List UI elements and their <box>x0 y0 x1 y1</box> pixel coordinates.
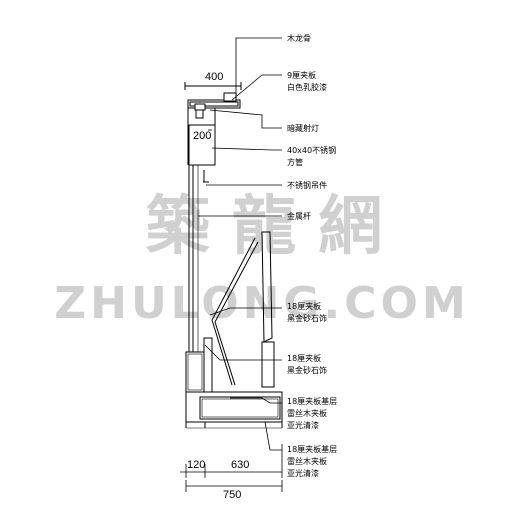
annotation-labels: 木龙骨 9厘夹板 白色乳胶漆 暗藏射灯 40x40不锈钢 方管 不锈钢吊件 金属… <box>287 33 340 478</box>
leader-lines <box>198 37 282 451</box>
dimension-lines <box>180 129 283 492</box>
dim-top-width: 400 <box>205 71 223 83</box>
vertical-members <box>188 165 209 352</box>
label-18mm-veneer-1: 18厘夹板基层 雷丝木夹板 亚光清漆 <box>287 396 340 430</box>
watermark-chinese: 築 龍 網 <box>146 189 383 264</box>
label-steel-hanger: 不锈钢吊件 <box>287 180 327 190</box>
dim-bottom-left: 120 <box>187 459 205 471</box>
label-9mm-plywood: 9厘夹板 白色乳胶漆 <box>287 70 327 92</box>
label-steel-tube: 40x40不锈钢 方管 <box>287 145 339 167</box>
dim-bottom-mid: 630 <box>231 459 249 471</box>
label-18mm-stone-1: 18厘夹板 黑金砂石饰 <box>287 301 327 323</box>
glass-panel <box>211 231 275 388</box>
label-18mm-veneer-2: 18厘夹板基层 雷丝木夹板 亚光清漆 <box>287 444 340 478</box>
label-metal-rod: 金属杆 <box>287 211 311 221</box>
watermark-english: ZHULONG.COM <box>54 278 469 329</box>
watermark: 築 龍 網 ZHULONG.COM <box>54 189 469 329</box>
dim-bottom-total: 750 <box>223 489 241 501</box>
ceiling-structure <box>184 82 242 119</box>
label-hidden-spotlight: 暗藏射灯 <box>287 123 319 133</box>
dim-box-height: 200 <box>193 130 211 142</box>
light-box <box>187 108 216 166</box>
label-18mm-stone-2: 18厘夹板 黑金砂石饰 <box>287 353 327 375</box>
label-wood-keel: 木龙骨 <box>287 33 311 43</box>
dimension-texts: 400 200 120 630 750 <box>187 71 249 501</box>
